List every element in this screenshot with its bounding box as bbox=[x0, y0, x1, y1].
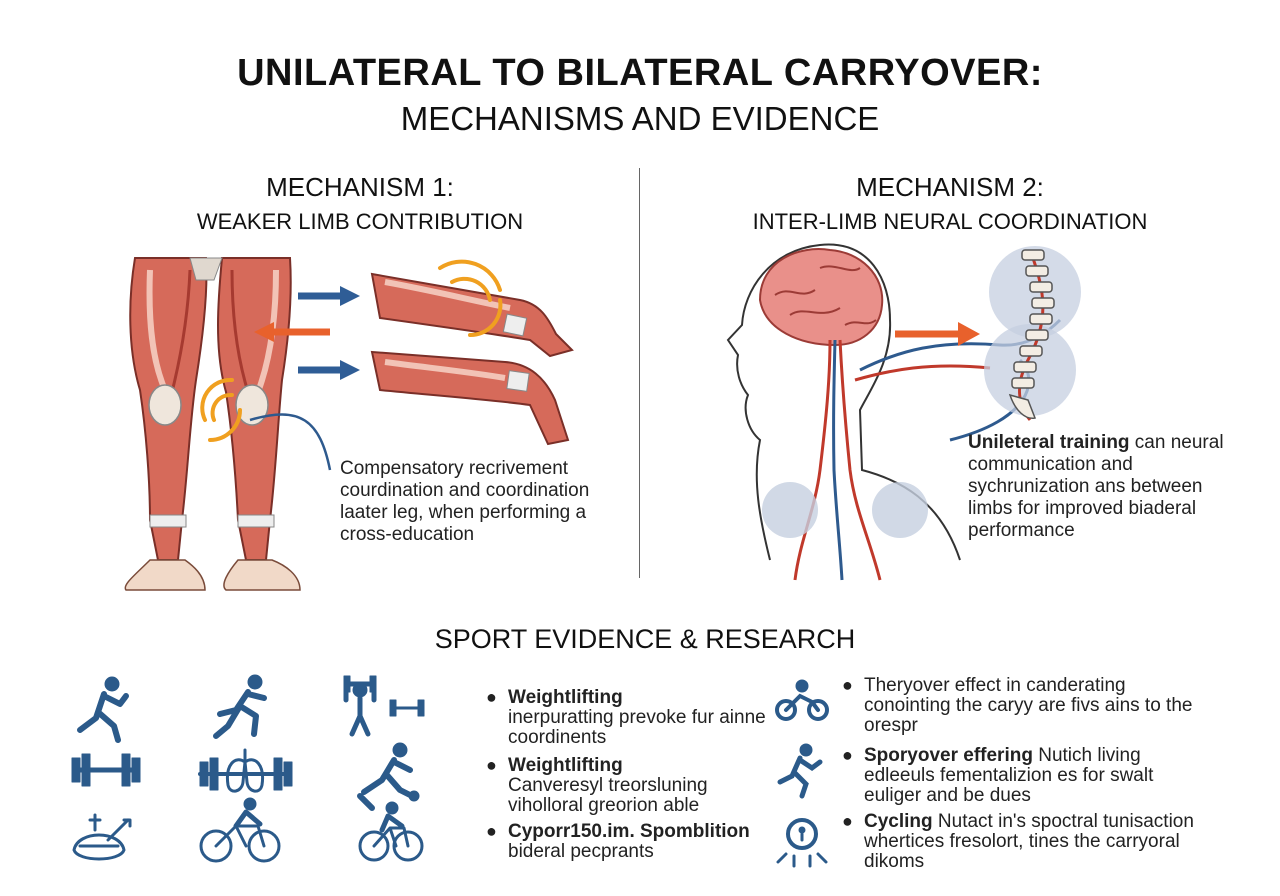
bullet-dot: ● bbox=[842, 675, 853, 695]
rowing-icon bbox=[72, 813, 132, 861]
joint-highlight bbox=[872, 482, 928, 538]
joint-highlight bbox=[762, 482, 818, 538]
bullet-dot: ● bbox=[842, 745, 853, 765]
sports-icon-grid bbox=[71, 674, 425, 863]
cyclist-icon bbox=[358, 801, 424, 862]
main-title: UNILATERAL TO BILATERAL CARRYOVER: bbox=[237, 52, 1043, 94]
evidence-left-item-2: ● Weightlifting Canveresyl treorsluning … bbox=[486, 755, 778, 816]
evidence-right-item-1: ● Theryover effect in canderating conoin… bbox=[842, 675, 1209, 736]
sprinter-icon bbox=[213, 674, 267, 739]
evidence-heading: SPORT EVIDENCE & RESEARCH bbox=[434, 624, 856, 654]
bullet-dot: ● bbox=[842, 811, 853, 831]
evidence-item-body: bideral pecprants bbox=[508, 841, 654, 862]
bullet-dot: ● bbox=[486, 687, 497, 707]
evidence-item-head: Weightlifting bbox=[508, 687, 623, 708]
cyclist-small-icon bbox=[775, 679, 829, 721]
motion-swirl bbox=[438, 259, 503, 338]
dumbbell-icon bbox=[71, 753, 141, 787]
mechanism-1-heading: MECHANISM 1: WEAKER LIMB CONTRIBUTION bbox=[130, 172, 590, 235]
evidence-item-head: Cyporr150.im. Spomblition bbox=[508, 821, 750, 842]
mechanism-2-subtitle: INTER-LIMB NEURAL COORDINATION bbox=[752, 209, 1148, 234]
evidence-item-body: Canveresyl treorsluning viholloral greor… bbox=[508, 775, 708, 816]
mechanism-1-title: MECHANISM 1: bbox=[266, 172, 454, 202]
kicking-leg-illustration bbox=[370, 272, 574, 446]
orange-arrow bbox=[895, 322, 980, 346]
bullet-dot: ● bbox=[486, 821, 497, 841]
evidence-left-item-1: ● Weightlifting inerpuratting prevoke fu… bbox=[486, 687, 778, 748]
blue-arrow bbox=[298, 286, 360, 380]
weightlifter-icon bbox=[343, 675, 425, 737]
evidence-item-body: Nutact in's spoctral tunisaction whertic… bbox=[864, 811, 1194, 872]
section-divider bbox=[639, 168, 640, 578]
mechanism-2-description: Unileteral training can neural communica… bbox=[968, 432, 1248, 542]
evidence-left-item-3: ● Cyporr150.im. Spomblition bideral pecp… bbox=[486, 821, 778, 862]
bullet-dot: ● bbox=[486, 755, 497, 775]
mechanism-2-illustration bbox=[726, 243, 1081, 581]
evidence-right-item-3: ● Cycling Nutact in's spoctral tunisacti… bbox=[842, 811, 1209, 872]
mechanism-1-illustration bbox=[124, 257, 574, 591]
mechanism-2-highlight: Unileteral training bbox=[968, 432, 1130, 453]
runner-icon bbox=[77, 676, 129, 743]
mechanism-2-body: can neural communication and sychrunizat… bbox=[968, 432, 1224, 541]
running-athlete-icon bbox=[777, 743, 823, 799]
mechanism-2-title: MECHANISM 2: bbox=[856, 172, 1044, 202]
orange-arrow bbox=[254, 322, 330, 342]
right-sports-icons bbox=[775, 679, 829, 868]
motion-swirl bbox=[200, 377, 242, 442]
mechanism-1-description: Compensatory recrivement courdination an… bbox=[340, 458, 590, 545]
main-subtitle: MECHANISMS AND EVIDENCE bbox=[400, 100, 880, 137]
volleyball-player-icon bbox=[357, 742, 420, 811]
spine-illustration bbox=[984, 246, 1081, 421]
evidence-item-body: Nutich living edleeuls fementalizion es … bbox=[864, 745, 1154, 806]
evidence-right-item-2: ● Sporyover effering Nutich living edlee… bbox=[842, 745, 1209, 806]
swimmer-icon bbox=[776, 818, 828, 868]
evidence-item-head: Cycling bbox=[864, 811, 933, 832]
mechanism-2-heading: MECHANISM 2: INTER-LIMB NEURAL COORDINAT… bbox=[730, 172, 1170, 235]
lungs-dumbbell-icon bbox=[198, 748, 293, 793]
nerve-pathway bbox=[249, 413, 332, 471]
evidence-item-body: Theryover effect in canderating conointi… bbox=[864, 675, 1193, 736]
evidence-item-body: inerpuratting prevoke fur ainne coordine… bbox=[508, 707, 766, 748]
evidence-item-head: Weightlifting bbox=[508, 755, 623, 776]
cyclist-icon bbox=[199, 797, 281, 863]
mechanism-1-subtitle: WEAKER LIMB CONTRIBUTION bbox=[196, 209, 524, 234]
evidence-item-head: Sporyover effering bbox=[864, 745, 1033, 766]
